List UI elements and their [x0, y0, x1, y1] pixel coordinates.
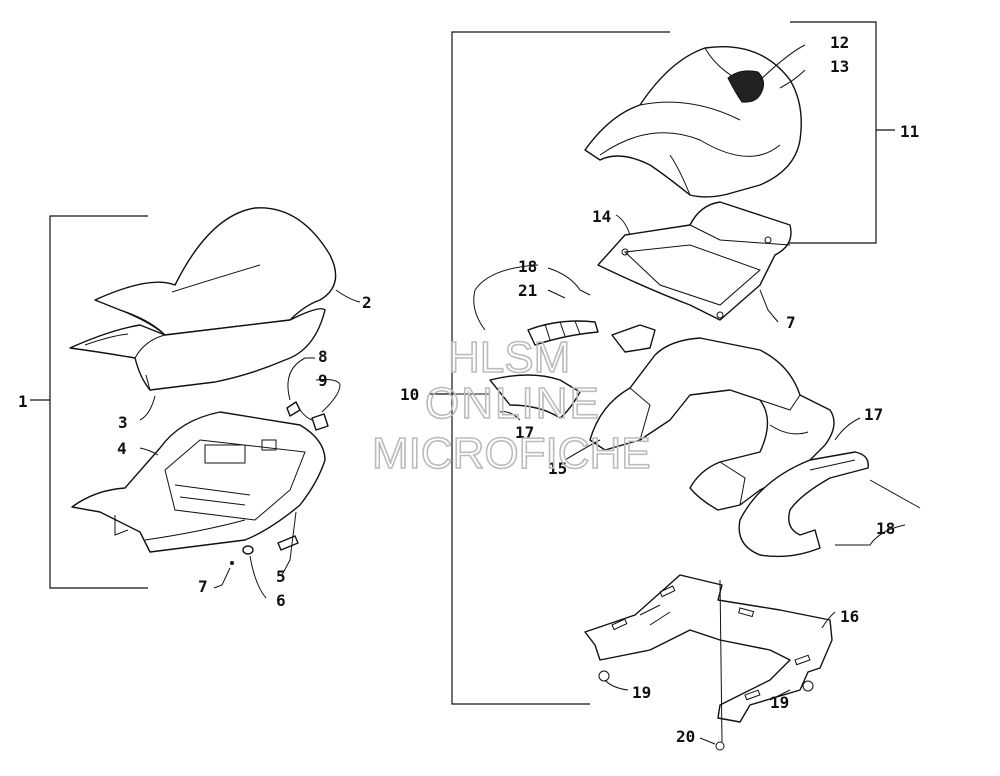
callout-4: 4	[117, 439, 127, 458]
left-bracket-1	[30, 215, 148, 589]
callout-7: 7	[198, 577, 208, 596]
watermark-line2: ONLINE	[425, 379, 601, 428]
callout-10: 10	[400, 385, 419, 404]
callout-12: 12	[830, 33, 849, 52]
callout-5: 5	[276, 567, 286, 586]
callout-17b: 17	[864, 405, 883, 424]
grab-handle	[738, 451, 869, 558]
callout-18b: 18	[876, 519, 895, 538]
callout-14: 14	[592, 207, 611, 226]
callout-1: 1	[18, 392, 28, 411]
seat-pan	[597, 201, 792, 321]
hinge-plate	[584, 574, 833, 723]
seat-handle	[727, 70, 764, 103]
callout-7b: 7	[786, 313, 796, 332]
callout-9: 9	[318, 371, 328, 390]
bracket-11	[785, 21, 895, 244]
callout-18: 18	[518, 257, 537, 276]
grab-frame	[589, 337, 835, 511]
rear-seat	[584, 45, 802, 198]
watermark-line1: HLSM	[448, 333, 570, 382]
callout-21: 21	[518, 281, 537, 300]
callout-15: 15	[548, 459, 567, 478]
callout-6: 6	[276, 591, 286, 610]
callout-13: 13	[830, 57, 849, 76]
callout-3: 3	[118, 413, 128, 432]
callout-8: 8	[318, 347, 328, 366]
callout-17: 17	[515, 423, 534, 442]
callout-19: 19	[632, 683, 651, 702]
seat-foam	[69, 308, 326, 391]
callout-2: 2	[362, 293, 372, 312]
watermark-line3: MICROFICHE	[372, 429, 651, 478]
callout-11: 11	[900, 122, 919, 141]
callout-20: 20	[676, 727, 695, 746]
callout-16: 16	[840, 607, 859, 626]
callout-19b: 19	[770, 693, 789, 712]
